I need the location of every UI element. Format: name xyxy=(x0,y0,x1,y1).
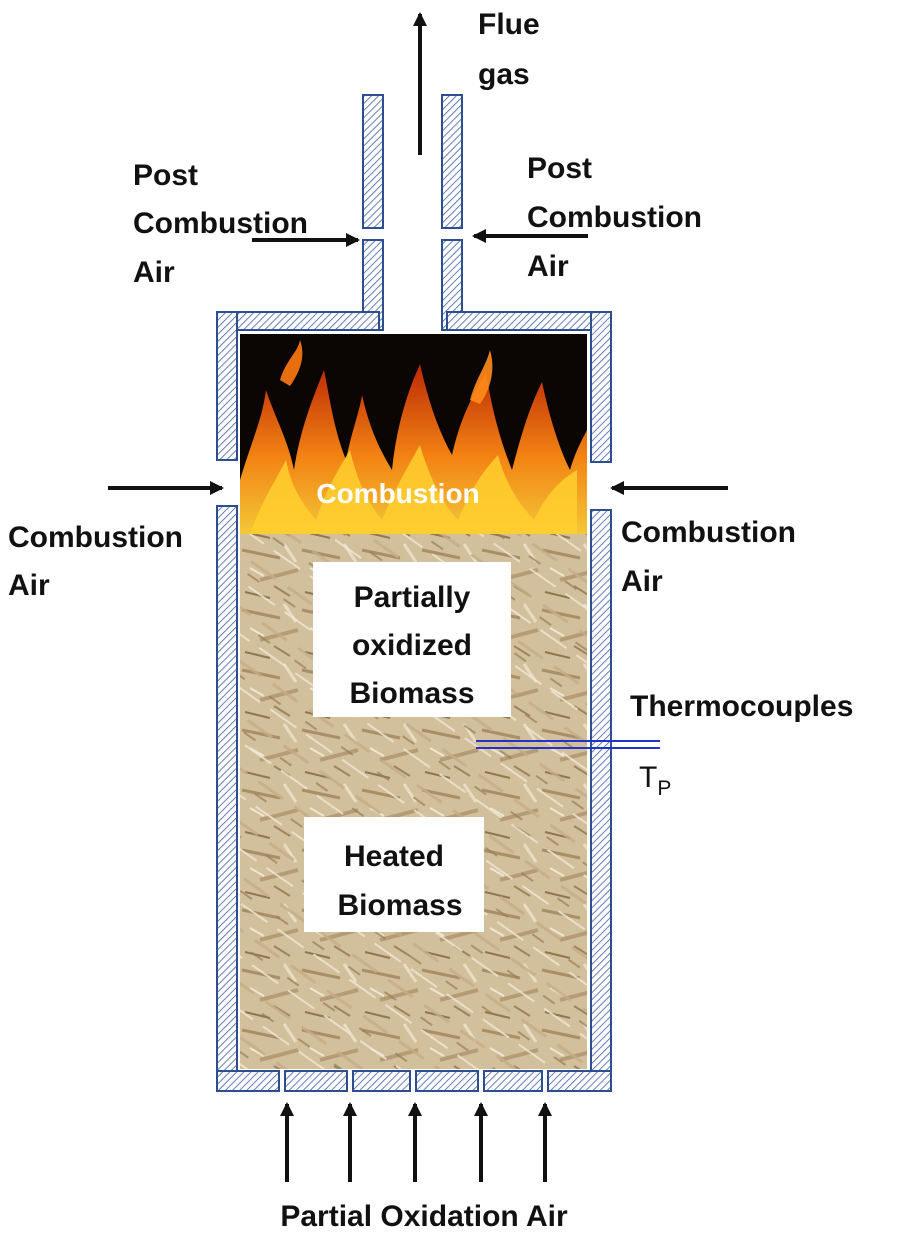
flue-gas-label-2: gas xyxy=(478,58,530,91)
thermocouples-label: Thermocouples xyxy=(630,690,853,723)
post-air-left-label-1: Post xyxy=(133,159,198,192)
heated-biomass-label-2: Biomass xyxy=(337,889,462,922)
combustion-zone-label: Combustion xyxy=(316,478,479,509)
tp-main-text: T xyxy=(639,761,657,794)
heated-biomass-label-1: Heated xyxy=(344,840,444,873)
post-air-right-label-3: Air xyxy=(527,250,569,283)
combustion-air-left-label-1: Combustion xyxy=(8,521,183,554)
tp-subscript: P xyxy=(657,777,671,800)
partial-oxidized-label-1: Partially xyxy=(354,581,471,614)
post-air-right-label-2: Combustion xyxy=(527,201,702,234)
post-air-left-label-3: Air xyxy=(133,256,175,289)
bottom-air-arrows xyxy=(287,1104,545,1182)
partial-oxidized-label-3: Biomass xyxy=(349,677,474,710)
partial-oxidation-air-label: Partial Oxidation Air xyxy=(280,1200,568,1233)
tp-label: TP xyxy=(639,761,671,800)
post-air-left-label-2: Combustion xyxy=(133,207,308,240)
post-air-right-label-1: Post xyxy=(527,152,592,185)
combustion-air-right-label-1: Combustion xyxy=(621,516,796,549)
bottom-grate xyxy=(217,1071,611,1091)
combustion-air-right-label-2: Air xyxy=(621,565,663,598)
partial-oxidized-label-2: oxidized xyxy=(352,629,472,662)
chimney-walls xyxy=(363,95,462,330)
combustion-air-left-label-2: Air xyxy=(8,569,50,602)
flue-gas-label-1: Flue xyxy=(478,8,540,41)
